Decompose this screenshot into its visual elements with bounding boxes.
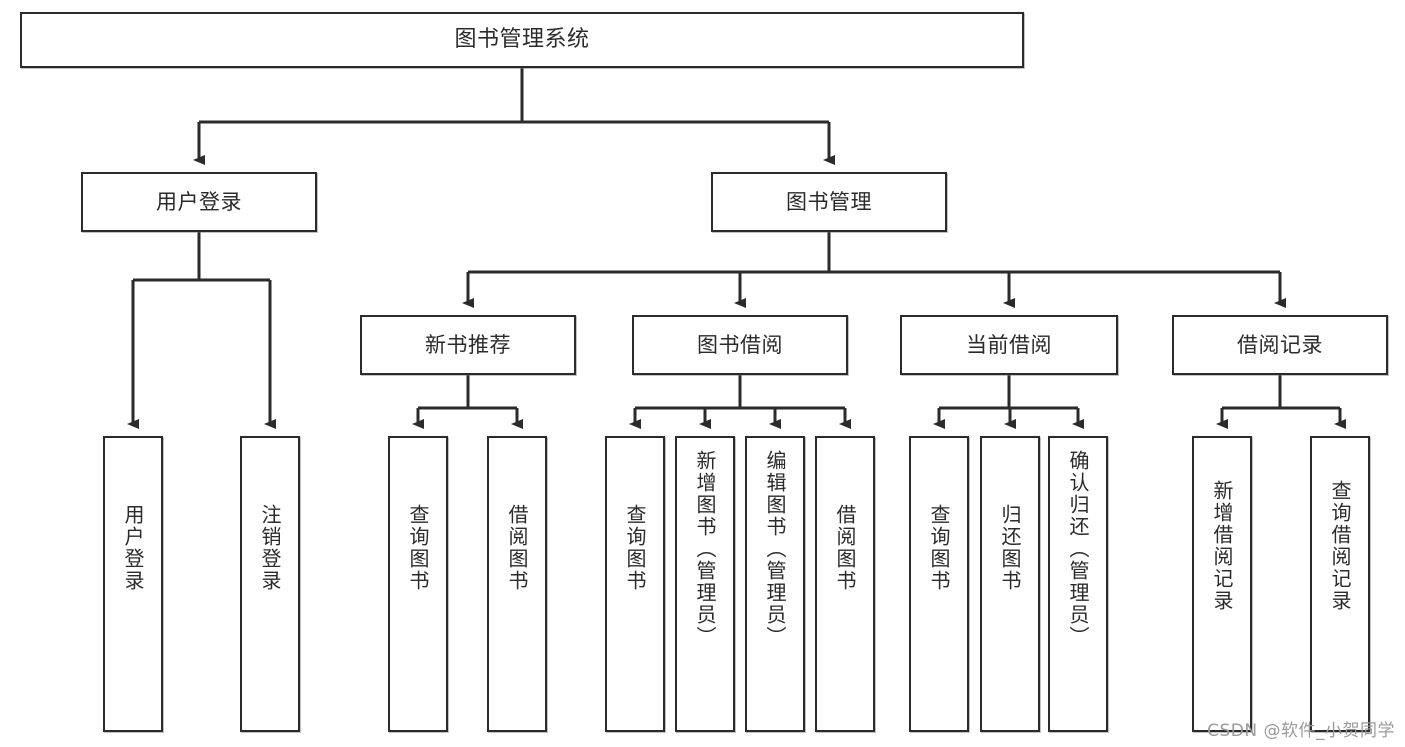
node-leaf-borrow-book-2-label: 借阅图书 xyxy=(833,504,857,592)
node-book-borrow-label: 图书借阅 xyxy=(697,332,783,357)
node-leaf-query-book-2[interactable]: 查询图书 xyxy=(605,436,665,732)
node-leaf-query-book-1[interactable]: 查询图书 xyxy=(388,436,448,732)
node-current-borrow[interactable]: 当前借阅 xyxy=(900,315,1118,375)
node-leaf-confirm-return[interactable]: 确认归还（管理员） xyxy=(1048,436,1108,732)
node-leaf-query-book-3[interactable]: 查询图书 xyxy=(909,436,969,732)
node-book-borrow[interactable]: 图书借阅 xyxy=(632,315,848,375)
node-user-login-label: 用户登录 xyxy=(156,189,242,214)
node-leaf-borrow-book-1[interactable]: 借阅图书 xyxy=(487,436,547,732)
csdn-watermark: CSDN @软件_小贺同学 xyxy=(1207,721,1395,741)
node-leaf-edit-book[interactable]: 编辑图书（管理员） xyxy=(745,436,805,732)
node-leaf-query-book-3-label: 查询图书 xyxy=(927,504,951,592)
node-leaf-add-record-label: 新增借阅记录 xyxy=(1210,480,1234,612)
node-leaf-user-login-label: 用户登录 xyxy=(121,504,145,592)
node-leaf-edit-book-label: 编辑图书（管理员） xyxy=(763,450,787,648)
node-borrow-record-label: 借阅记录 xyxy=(1237,332,1323,357)
node-root[interactable]: 图书管理系统 xyxy=(20,12,1024,68)
node-user-login[interactable]: 用户登录 xyxy=(81,172,317,232)
node-new-book-rec-label: 新书推荐 xyxy=(425,332,511,357)
node-leaf-add-book[interactable]: 新增图书（管理员） xyxy=(675,436,735,732)
node-leaf-query-book-1-label: 查询图书 xyxy=(406,504,430,592)
node-leaf-borrow-book-2[interactable]: 借阅图书 xyxy=(815,436,875,732)
node-book-manage[interactable]: 图书管理 xyxy=(711,172,947,232)
node-leaf-user-logout[interactable]: 注销登录 xyxy=(240,436,300,732)
node-borrow-record[interactable]: 借阅记录 xyxy=(1172,315,1388,375)
node-leaf-return-book[interactable]: 归还图书 xyxy=(980,436,1040,732)
node-leaf-user-login[interactable]: 用户登录 xyxy=(103,436,163,732)
node-leaf-confirm-return-label: 确认归还（管理员） xyxy=(1066,450,1090,648)
node-leaf-user-logout-label: 注销登录 xyxy=(258,504,282,592)
node-leaf-return-book-label: 归还图书 xyxy=(998,504,1022,592)
node-leaf-query-book-2-label: 查询图书 xyxy=(623,504,647,592)
node-current-borrow-label: 当前借阅 xyxy=(966,332,1052,357)
node-root-label: 图书管理系统 xyxy=(454,27,590,53)
node-book-manage-label: 图书管理 xyxy=(786,189,872,214)
node-leaf-add-record[interactable]: 新增借阅记录 xyxy=(1192,436,1252,732)
node-leaf-query-record[interactable]: 查询借阅记录 xyxy=(1310,436,1370,732)
node-leaf-borrow-book-1-label: 借阅图书 xyxy=(505,504,529,592)
node-leaf-add-book-label: 新增图书（管理员） xyxy=(693,450,717,648)
node-new-book-rec[interactable]: 新书推荐 xyxy=(360,315,576,375)
node-leaf-query-record-label: 查询借阅记录 xyxy=(1328,480,1352,612)
